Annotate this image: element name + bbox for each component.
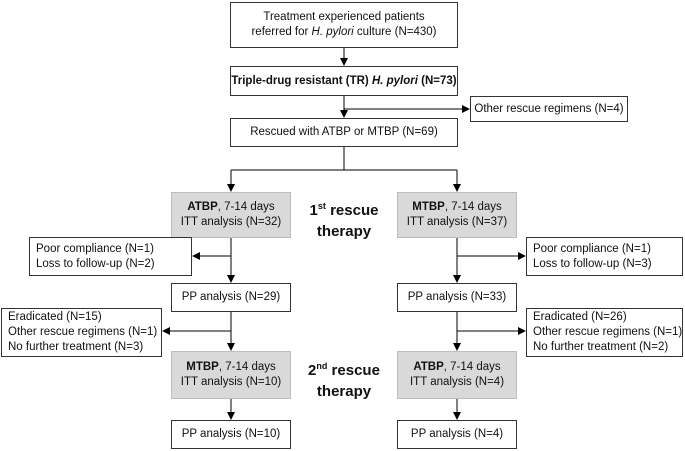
left-loss-line: Poor compliance (N=1) [36, 242, 154, 255]
right-pp2-box: PP analysis (N=4) [397, 420, 517, 449]
rescued-label: Rescued with ATBP or MTBP (N=69) [250, 126, 438, 138]
left-pp2-box: PP analysis (N=10) [171, 420, 291, 449]
right-pp1-box: PP analysis (N=33) [397, 283, 517, 312]
right-loss-box: Poor compliance (N=1) Loss to follow-up … [526, 237, 683, 276]
triple-resistant-box: Triple-drug resistant (TR) H. pylori (N=… [230, 66, 458, 96]
right-loss-line: Poor compliance (N=1) [533, 242, 651, 255]
right-pp2-label: PP analysis (N=4) [410, 428, 504, 440]
right-outcome-line: Other rescue regimens (N=1) [533, 326, 683, 338]
triple-resistant-label: Triple-drug resistant (TR) H. pylori (N=… [231, 74, 457, 87]
left-pp1-box: PP analysis (N=29) [171, 283, 291, 312]
left-loss-box: Poor compliance (N=1) Loss to follow-up … [29, 237, 192, 276]
left-second-itt: ITT analysis (N=10) [180, 376, 282, 388]
left-pp1-label: PP analysis (N=29) [181, 291, 281, 303]
referred-line1: Treatment experienced patients [263, 11, 425, 23]
right-second-itt: ITT analysis (N=4) [409, 376, 505, 388]
right-outcome-line: Eradicated (N=26) [533, 311, 627, 323]
left-first-therapy-box: ATBP, 7-14 days ITT analysis (N=32) [171, 192, 291, 238]
right-outcome-line: No further treatment (N=2) [533, 341, 669, 353]
left-outcome-line: Eradicated (N=15) [8, 311, 102, 323]
right-first-therapy-box: MTBP, 7-14 days ITT analysis (N=37) [397, 192, 517, 238]
other-rescue-top-box: Other rescue regimens (N=4) [470, 96, 628, 122]
referred-line2: referred for H. pylori culture (N=430) [251, 26, 437, 38]
right-second-regimen: ATBP, 7-14 days [413, 361, 501, 373]
first-rescue-label: 1st rescue therapy [309, 201, 379, 240]
left-outcome-line: Other rescue regimens (N=1) [8, 326, 158, 338]
left-outcomes-box: Eradicated (N=15) Other rescue regimens … [1, 308, 162, 357]
right-outcomes-box: Eradicated (N=26) Other rescue regimens … [526, 308, 683, 357]
left-first-itt: ITT analysis (N=32) [180, 216, 282, 228]
right-second-therapy-box: ATBP, 7-14 days ITT analysis (N=4) [397, 351, 517, 399]
rescued-box: Rescued with ATBP or MTBP (N=69) [230, 118, 458, 147]
right-loss-line: Loss to follow-up (N=3) [533, 257, 652, 270]
second-rescue-label: 2nd rescue therapy [308, 361, 380, 400]
left-pp2-label: PP analysis (N=10) [181, 428, 281, 440]
left-outcome-line: No further treatment (N=3) [8, 341, 144, 353]
left-loss-line: Loss to follow-up (N=2) [36, 257, 155, 270]
referred-patients-box: Treatment experienced patients referred … [230, 2, 458, 48]
right-pp1-label: PP analysis (N=33) [407, 291, 507, 303]
left-second-therapy-box: MTBP, 7-14 days ITT analysis (N=10) [171, 351, 291, 399]
right-first-itt: ITT analysis (N=37) [406, 216, 508, 228]
other-rescue-top-label: Other rescue regimens (N=4) [474, 102, 624, 115]
left-first-regimen: ATBP, 7-14 days [187, 201, 275, 213]
right-first-regimen: MTBP, 7-14 days [412, 201, 502, 213]
left-second-regimen: MTBP, 7-14 days [186, 361, 276, 373]
